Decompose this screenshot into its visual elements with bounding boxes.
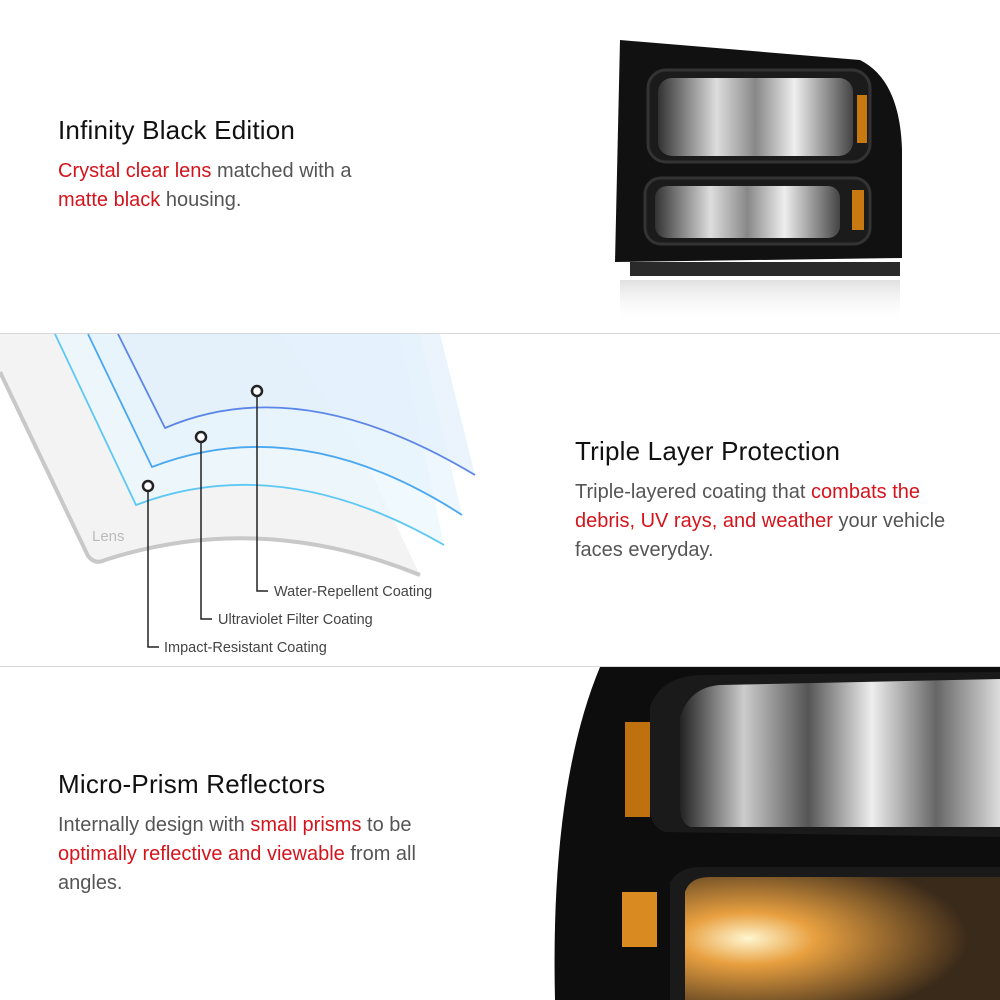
highlight-text: small prisms — [250, 814, 362, 836]
section-description: Internally design with small prisms to b… — [58, 811, 428, 898]
text: to be — [361, 814, 412, 836]
headlight-closeup-image — [554, 667, 1000, 1000]
section-title: Triple Layer Protection — [575, 436, 841, 466]
divider — [0, 333, 1000, 334]
text: from all angles. — [58, 843, 416, 894]
highlight-text: Crystal clear lens — [58, 160, 212, 182]
text: your vehicle faces everyday. — [575, 510, 946, 561]
headlight-product-image — [615, 40, 902, 325]
text: Triple-layered coating that — [575, 481, 812, 503]
text: Internally design with — [58, 814, 251, 836]
text: matched with a — [211, 160, 352, 182]
divider — [0, 666, 1000, 667]
section-description: Triple-layered coating that combats the … — [575, 478, 955, 565]
section-title: Infinity Black Edition — [58, 115, 296, 145]
section-triple-layer: Triple Layer Protection Triple-layered c… — [0, 334, 1000, 666]
text: housing. — [160, 189, 242, 211]
section-infinity-black: Infinity Black Edition Crystal clear len… — [0, 0, 1000, 333]
highlight-text: matte black — [58, 189, 161, 211]
highlight-text: combats the debris, UV rays, and weather — [575, 481, 920, 532]
section-description: Crystal clear lens matched with a matte … — [58, 157, 398, 215]
section-title: Micro-Prism Reflectors — [58, 769, 326, 799]
highlight-text: optimally reflective and viewable — [58, 843, 345, 865]
section-micro-prism: Micro-Prism Reflectors Internally design… — [0, 667, 1000, 1000]
